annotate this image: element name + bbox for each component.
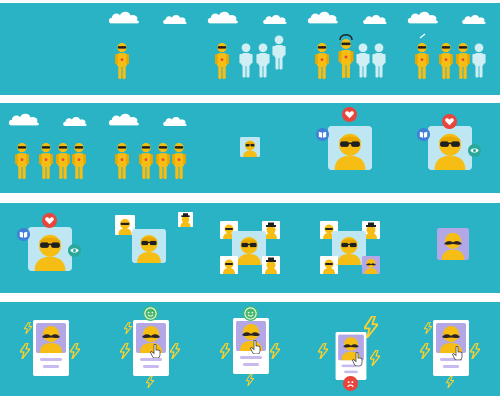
- profile-card: [33, 320, 69, 376]
- avatar-small: [262, 256, 280, 274]
- profile-card: [133, 320, 169, 376]
- sad-face-icon: [343, 376, 358, 391]
- headphones-icon: [339, 34, 353, 41]
- avatar-small: [220, 256, 238, 274]
- avatar: [328, 126, 372, 170]
- book-icon: [417, 128, 430, 141]
- smiley-icon: [243, 306, 258, 321]
- profile-card: [335, 332, 367, 380]
- profile-card: [233, 318, 269, 374]
- avatar: [428, 126, 472, 170]
- avatar-small: [240, 137, 260, 157]
- avatar-small: [178, 212, 193, 227]
- book-icon: [316, 128, 329, 141]
- pencil-icon: [419, 33, 426, 39]
- smiley-icon: [143, 306, 158, 321]
- avatar-small: [320, 256, 338, 274]
- avatar-small: [362, 256, 380, 274]
- profile-card: [433, 320, 469, 376]
- avatar: [28, 227, 72, 271]
- heart-icon: [342, 107, 357, 122]
- heart-icon: [442, 114, 457, 129]
- avatar-mustache: [437, 228, 469, 260]
- band-1-people: [115, 33, 486, 79]
- eye-icon: [468, 144, 481, 157]
- book-icon: [17, 228, 30, 241]
- heart-icon: [42, 213, 57, 228]
- eye-icon: [68, 244, 81, 257]
- avatar: [132, 229, 166, 263]
